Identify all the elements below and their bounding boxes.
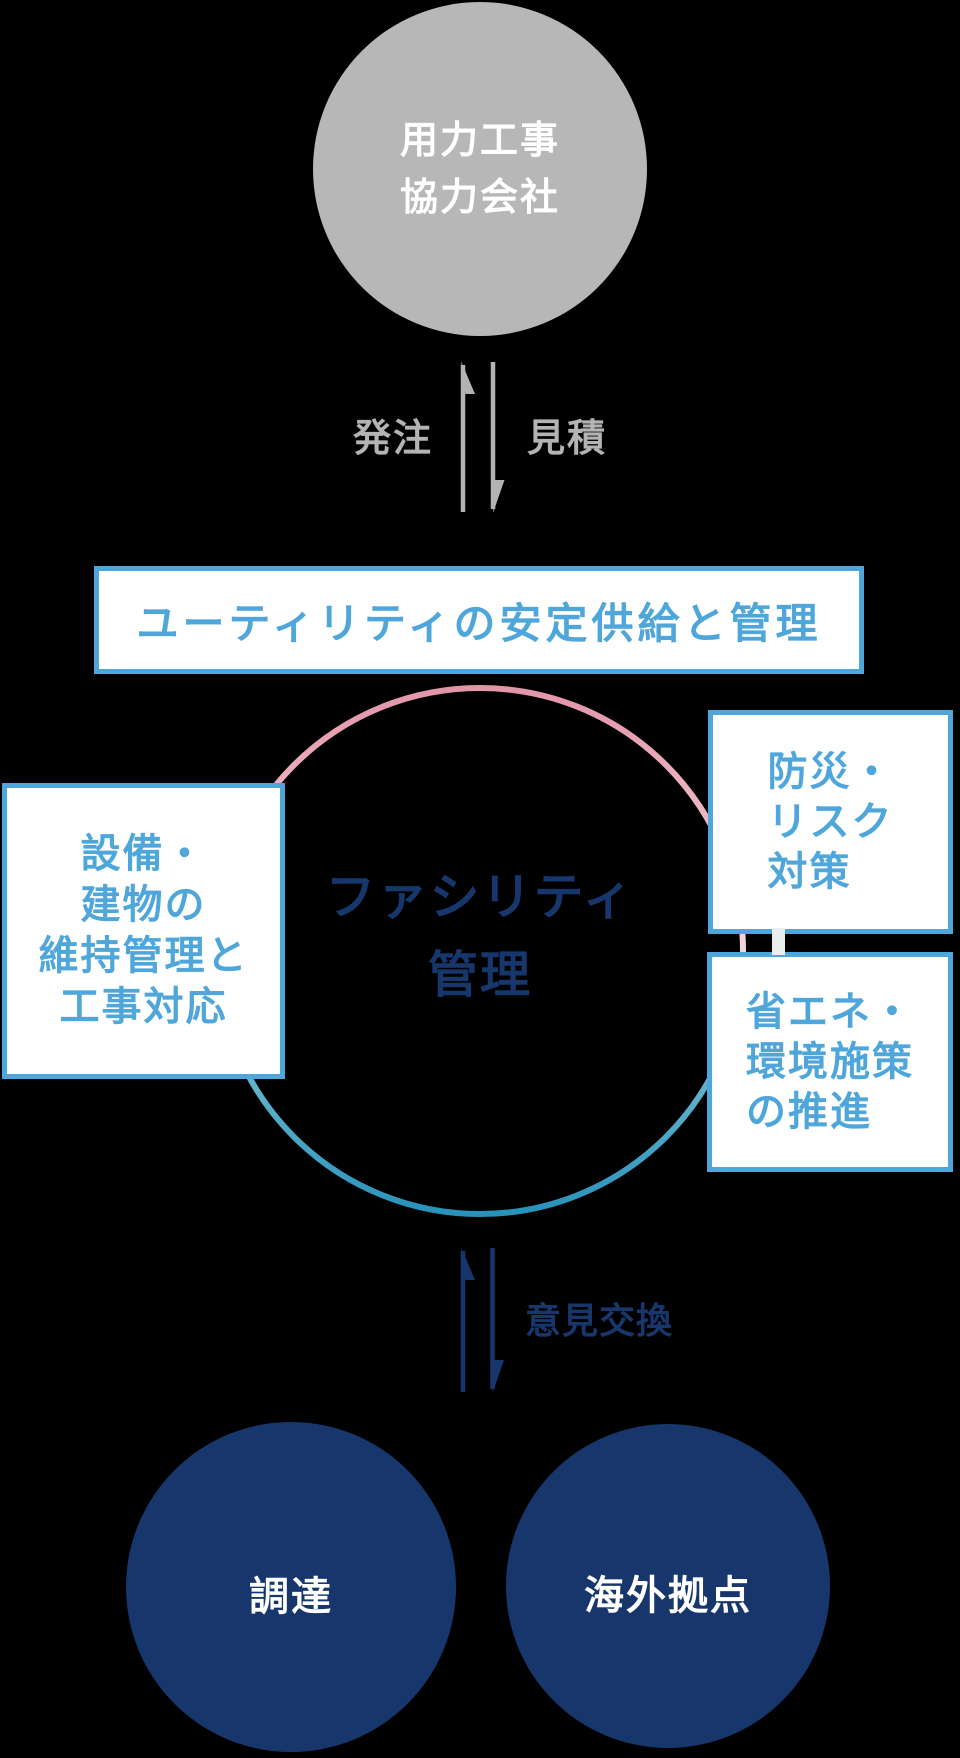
estimate-label: 見積	[527, 416, 608, 460]
facility-label-line1: ファシリティ	[325, 868, 635, 926]
maintenance-box: 設備・ 建物の 維持管理と 工事対応	[2, 783, 285, 1079]
maintenance-line4: 工事対応	[59, 984, 228, 1030]
disaster-risk-label: 防災・ リスク 対策	[768, 747, 894, 897]
disaster-line2: リスク	[767, 799, 894, 845]
energy-environment-label: 省エネ・ 環境施策 の推進	[746, 987, 914, 1137]
energy-line2: 環境施策	[746, 1039, 914, 1085]
estimate-down-arrow	[490, 362, 505, 513]
exchange-down-arrow	[490, 1248, 504, 1393]
partner-label-line1: 用力工事	[399, 118, 560, 162]
energy-line1: 省エネ・	[746, 989, 914, 1035]
maintenance-line1: 設備・	[80, 831, 207, 877]
overseas-bases-circle: 海外拠点	[506, 1424, 830, 1748]
procurement-label: 調達	[249, 1574, 333, 1620]
facility-label-line2: 管理	[428, 946, 532, 1004]
facility-management-label: ファシリティ 管理	[0, 858, 960, 1014]
utility-supply-label: ユーティリティの安定供給と管理	[136, 598, 822, 648]
procurement-circle: 調達	[126, 1422, 456, 1752]
disaster-line1: 防災・	[767, 749, 894, 795]
energy-line3: の推進	[746, 1089, 872, 1135]
order-label: 発注	[352, 416, 433, 460]
order-up-arrow	[460, 361, 475, 512]
exchange-up-arrow	[460, 1247, 475, 1392]
disaster-line3: 対策	[767, 849, 852, 895]
exchange-label: 意見交換	[525, 1301, 674, 1342]
disaster-risk-box: 防災・ リスク 対策	[708, 710, 953, 934]
utility-supply-box: ユーティリティの安定供給と管理	[94, 566, 864, 674]
maintenance-line2: 建物の	[80, 882, 207, 928]
energy-environment-box: 省エネ・ 環境施策 の推進	[707, 952, 953, 1172]
right-boxes-connector	[772, 928, 785, 955]
partner-label-line2: 協力会社	[399, 175, 560, 219]
overseas-bases-label: 海外拠点	[584, 1573, 752, 1619]
maintenance-label: 設備・ 建物の 維持管理と 工事対応	[39, 829, 249, 1033]
maintenance-line3: 維持管理と	[38, 933, 249, 979]
partner-companies-label: 用力工事 協力会社	[400, 112, 560, 226]
partner-companies-circle: 用力工事 協力会社	[313, 2, 647, 336]
